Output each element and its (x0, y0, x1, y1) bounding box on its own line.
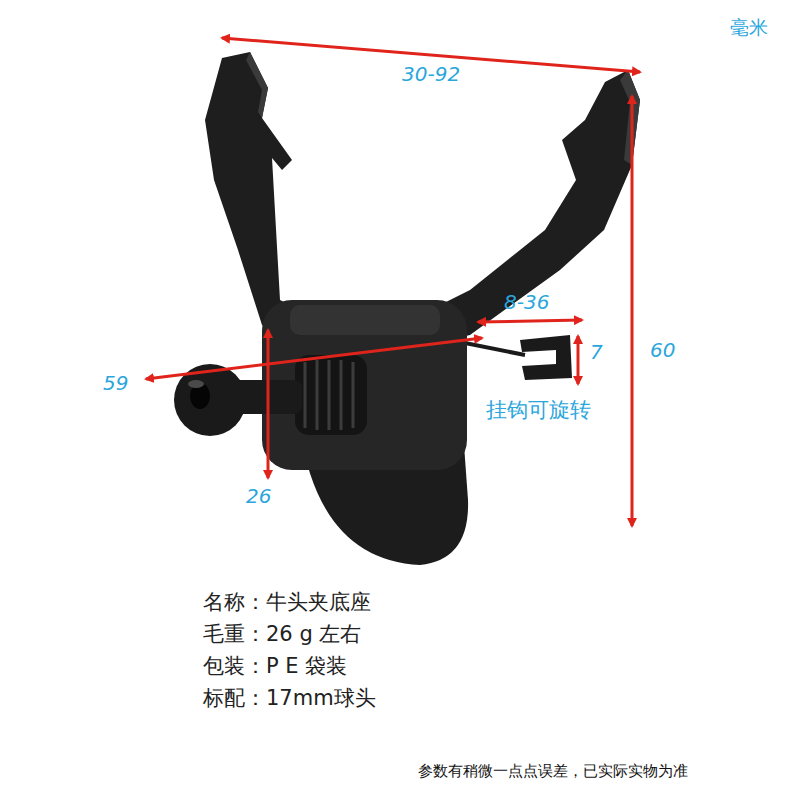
dimension-label: 26 (246, 484, 271, 508)
unit-label: 毫米 (730, 16, 768, 39)
dimension-label: 60 (650, 338, 675, 362)
note-label: 挂钩可旋转 (486, 398, 591, 423)
spec-line: 包装：P E 袋装 (203, 654, 347, 679)
footnote: 参数有稍微一点点误差，已实际实物为准 (418, 762, 688, 780)
dimension-label: 8-36 (504, 290, 549, 314)
dimension-arrow (478, 320, 582, 322)
nut (295, 355, 367, 435)
dimension-label: 59 (103, 371, 128, 395)
dimension-label: 30-92 (402, 62, 460, 86)
dimension-arrow (577, 336, 580, 384)
dimension-arrow (631, 96, 634, 526)
spec-line: 毛重：26 g 左右 (203, 622, 361, 647)
spec-line: 标配：17mm球头 (203, 686, 376, 711)
spec-line: 名称：牛头夹底座 (203, 590, 371, 615)
hook (520, 335, 572, 380)
dimension-arrow (146, 338, 482, 379)
dimension-arrow (267, 330, 270, 478)
dimension-label: 7 (590, 340, 603, 364)
